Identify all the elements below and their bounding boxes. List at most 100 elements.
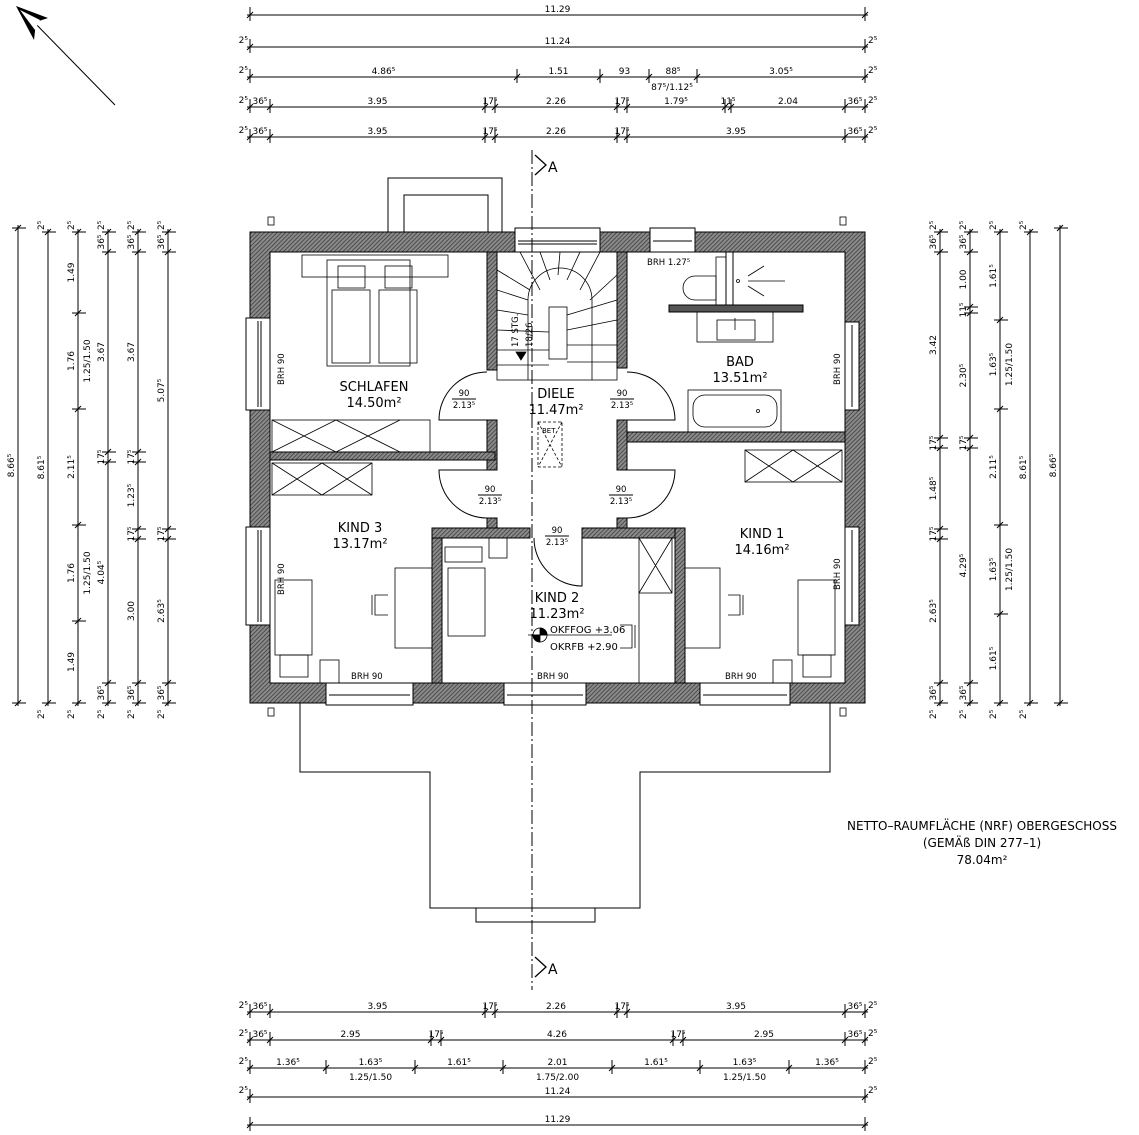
dimension-end-label: 2⁵ xyxy=(157,220,167,230)
room-name-bad: BAD xyxy=(726,355,754,370)
dimension-label: 88⁵ xyxy=(665,67,680,77)
dimension-tick xyxy=(861,1064,869,1072)
dimension-sublabel: 1.25/1.50 xyxy=(723,1073,766,1083)
dimension-label: 11⁵ xyxy=(720,97,735,107)
dimension-sublabel: 1.25/1.50 xyxy=(349,1073,392,1083)
dimension-tick xyxy=(966,248,974,256)
dimension-tick xyxy=(134,228,142,236)
dimension-sublabel: 1.25/1.50 xyxy=(83,551,93,594)
dimension-tick xyxy=(1056,224,1064,232)
dimension-label: 36⁵ xyxy=(157,234,167,249)
dimension-label: 36⁵ xyxy=(127,234,137,249)
dimension-label: 1.36⁵ xyxy=(815,1058,839,1068)
room-name-kind1: KIND 1 xyxy=(740,527,785,542)
dimension-label: 93 xyxy=(619,67,630,77)
dimension-tick xyxy=(246,1064,254,1072)
dimension-label: 2.11⁵ xyxy=(67,455,77,479)
dimension-tick xyxy=(936,248,944,256)
dimension-label: 1.63⁵ xyxy=(989,557,999,581)
room-area-schlafen: 14.50m² xyxy=(346,396,401,411)
dimension-end-label: 2⁵ xyxy=(127,709,137,719)
room-name-schlafen: SCHLAFEN xyxy=(340,380,409,395)
stairs-steps-label: 17 STG. xyxy=(511,314,521,347)
dimension-label: 1.49 xyxy=(67,262,77,282)
door-labels: 90 2.13⁵ 90 2.13⁵ 90 2.13⁵ 90 2.13⁵ 90 2… xyxy=(452,389,634,548)
dimension-label: 3.95 xyxy=(367,97,387,107)
dimension-sublabel: 87⁵/1.12⁵ xyxy=(651,83,693,93)
dimension-end-label: 2⁵ xyxy=(239,1086,249,1096)
dimension-tick xyxy=(727,103,735,111)
door-height: 2.13⁵ xyxy=(546,538,568,548)
dimension-tick xyxy=(246,1121,254,1129)
brh-label: BRH 1.27⁵ xyxy=(647,258,690,268)
brh-label: BRH 90 xyxy=(833,558,843,590)
door-width: 90 xyxy=(617,389,628,399)
dimension-tick xyxy=(966,303,974,311)
dimension-tick xyxy=(74,405,82,413)
dimension-tick xyxy=(134,525,142,533)
dimension-tick xyxy=(861,1121,869,1129)
dimension-tick xyxy=(841,103,849,111)
dimension-end-label: 2⁵ xyxy=(37,709,47,719)
dimension-tick xyxy=(481,103,489,111)
dimension-label: 36⁵ xyxy=(847,97,862,107)
dimension-tick xyxy=(74,521,82,529)
dimension-end-label: 2⁵ xyxy=(37,220,47,230)
dimension-label: 1.63⁵ xyxy=(359,1058,383,1068)
dimension-label: 17⁵ xyxy=(157,526,167,541)
dimension-label: 1.79⁵ xyxy=(664,97,688,107)
annotations: BRH 90 BRH 90 BRH 90 BRH 90 BRH 90 BRH 9… xyxy=(277,160,843,978)
dimension-label: 4.86⁵ xyxy=(372,67,396,77)
dimension-tick xyxy=(623,1008,631,1016)
dimension-label: 3.95 xyxy=(726,127,746,137)
dimension-label: 3.95 xyxy=(367,127,387,137)
window xyxy=(699,682,791,706)
dimension-end-label: 2⁵ xyxy=(929,220,939,230)
dimension-tick xyxy=(679,1036,687,1044)
dimension-end-label: 2⁵ xyxy=(239,36,249,46)
dimension-tick xyxy=(246,103,254,111)
dimension-label: 8.61⁵ xyxy=(37,455,47,479)
dimension-label: 1.61⁵ xyxy=(989,646,999,670)
dimension-tick xyxy=(861,133,869,141)
dimension-tick xyxy=(513,73,521,81)
dimension-tick xyxy=(623,133,631,141)
door-height: 2.13⁵ xyxy=(610,497,632,507)
dimension-end-label: 2⁵ xyxy=(868,1086,878,1096)
dimension-label: 17⁵ xyxy=(959,435,969,450)
dimension-tick xyxy=(966,699,974,707)
dimension-label: 36⁵ xyxy=(959,234,969,249)
dimension-label: 17⁵ xyxy=(929,526,939,541)
dimension-tick xyxy=(841,1008,849,1016)
dimension-label: 17⁵ xyxy=(929,435,939,450)
dimension-end-label: 2⁵ xyxy=(1019,709,1029,719)
dimension-tick xyxy=(134,448,142,456)
dimension-label: 36⁵ xyxy=(157,685,167,700)
dimension-tick xyxy=(266,1008,274,1016)
dimension-tick xyxy=(861,1093,869,1101)
terrace-outline xyxy=(299,703,831,923)
dimension-end-label: 2⁵ xyxy=(868,1057,878,1067)
dimension-end-label: 2⁵ xyxy=(67,220,77,230)
dimension-label: 3.00 xyxy=(127,601,137,621)
dimension-end-label: 2⁵ xyxy=(868,1001,878,1011)
dimension-end-label: 2⁵ xyxy=(989,220,999,230)
dimension-tick xyxy=(608,1064,616,1072)
dimension-tick xyxy=(164,699,172,707)
windows xyxy=(245,227,860,706)
dimension-tick xyxy=(246,1036,254,1044)
dimension-label: 36⁵ xyxy=(847,1002,862,1012)
dimension-tick xyxy=(613,103,621,111)
dimension-tick xyxy=(74,617,82,625)
room-area-kind2: 11.23m² xyxy=(529,607,584,622)
dimension-label: 36⁵ xyxy=(847,1030,862,1040)
door-schlafen xyxy=(438,371,488,421)
dimension-label: 2.30⁵ xyxy=(959,363,969,387)
section-line xyxy=(531,150,547,990)
dimension-label: 1.63⁵ xyxy=(733,1058,757,1068)
dimension-label: 1.61⁵ xyxy=(989,264,999,288)
brh-label: BRH 90 xyxy=(537,672,569,682)
dimension-tick xyxy=(104,248,112,256)
brh-label: BRH 90 xyxy=(277,353,287,385)
dimension-label: 36⁵ xyxy=(252,1030,267,1040)
